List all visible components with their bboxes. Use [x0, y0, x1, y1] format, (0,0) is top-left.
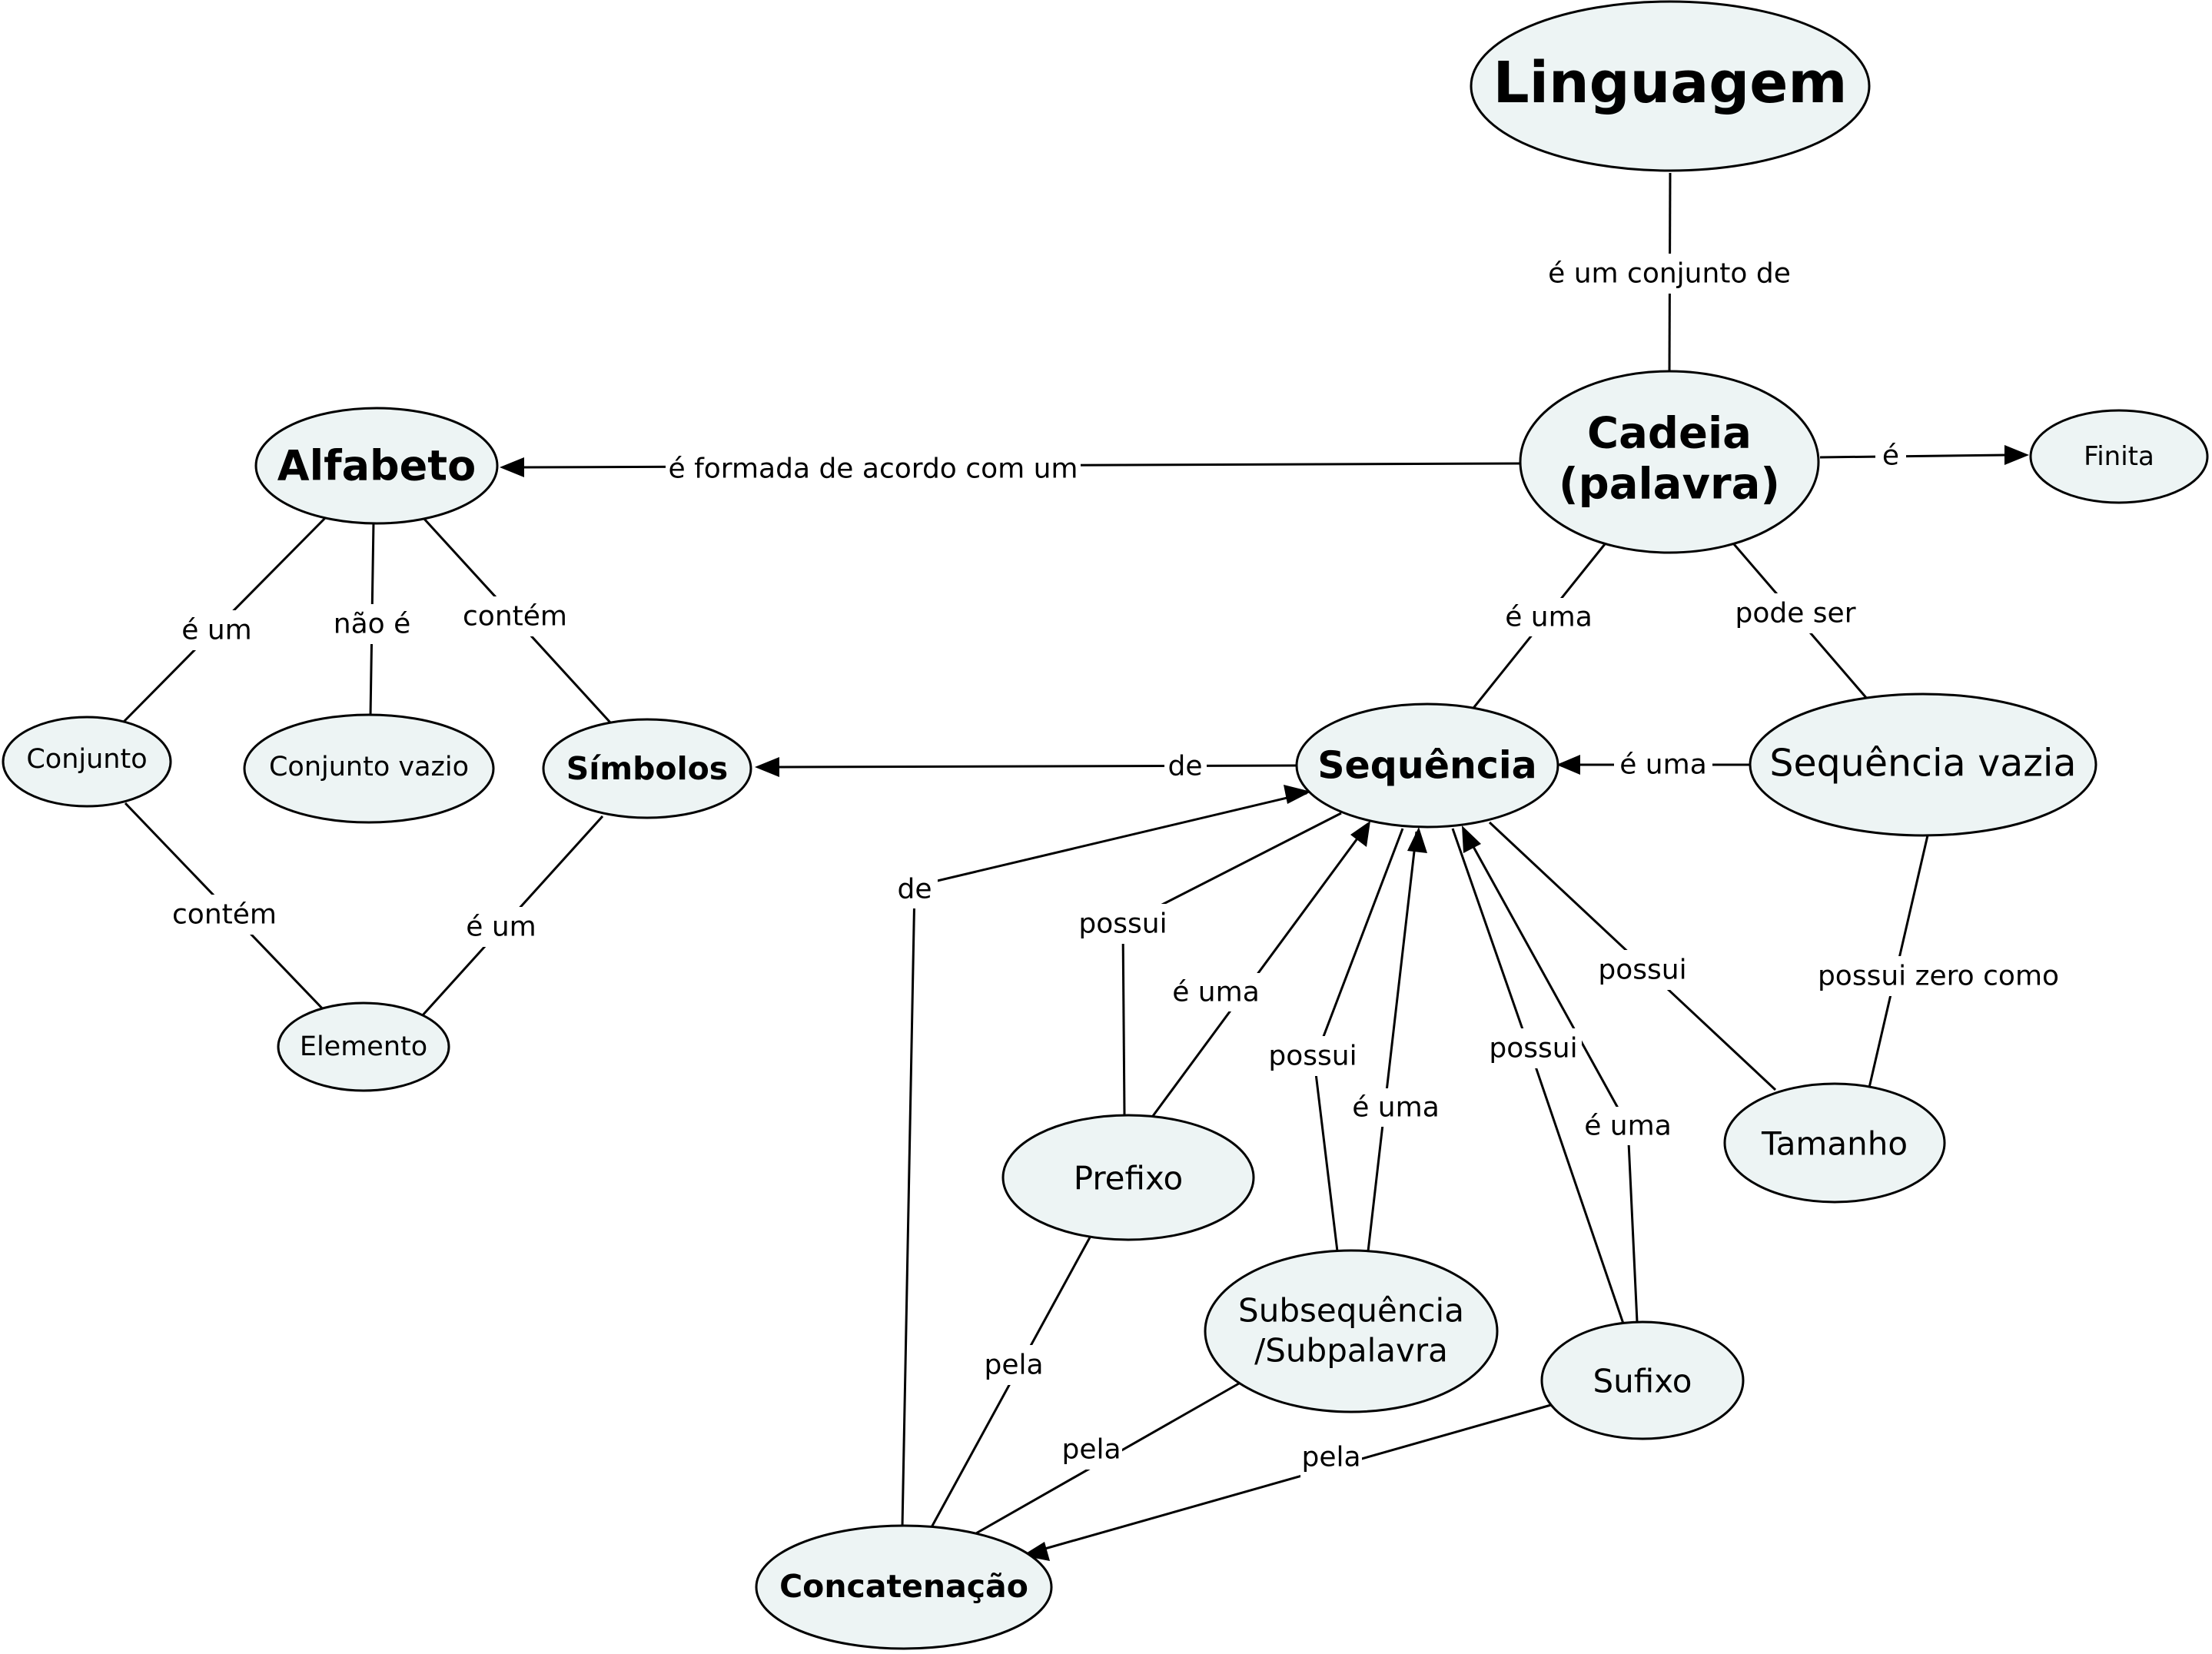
concept-sequencia[interactable]: Sequência: [1295, 702, 1559, 829]
concept-simbolos-label: Símbolos: [566, 750, 728, 787]
concept-subsequencia[interactable]: Subsequência /Subpalavra: [1204, 1249, 1499, 1413]
concept-tamanho-label: Tamanho: [1761, 1125, 1908, 1163]
concept-elemento-label: Elemento: [300, 1031, 427, 1062]
concept-elemento[interactable]: Elemento: [277, 1001, 450, 1092]
link-labels: é um conjunto de é formada de acordo com…: [168, 254, 2066, 1477]
concept-finita[interactable]: Finita: [2029, 409, 2209, 504]
concept-linguagem[interactable]: Linguagem: [1470, 0, 1871, 172]
arrowheads: [500, 445, 2029, 1561]
concept-prefixo[interactable]: Prefixo: [1001, 1114, 1255, 1241]
label-sub-concat: pela: [1061, 1434, 1121, 1466]
concept-subsequencia-label-line2: /Subpalavra: [1254, 1332, 1448, 1370]
line-sequencia-simbolos: [770, 764, 1298, 769]
line-sufixo-seq-1: [1626, 1125, 1639, 1323]
label-cadeia-alfabeto: é formada de acordo com um: [669, 453, 1078, 485]
concept-sequencia-label: Sequência: [1317, 744, 1537, 788]
arrowhead-alfabeto: [500, 457, 524, 477]
line-seq-sub-2: [1313, 1060, 1339, 1252]
label-sub-seq: é uma: [1352, 1092, 1440, 1124]
arrowhead-sequencia-from-concat: [1284, 785, 1311, 804]
line-seq-sub-1: [1313, 828, 1404, 1061]
label-sequencia-simbolos: de: [1168, 751, 1203, 782]
label-conjunto-elemento: contém: [172, 899, 277, 931]
label-vazia-sequencia: é uma: [1619, 749, 1707, 781]
line-concat-sequencia-2: [914, 792, 1307, 888]
arrowhead-sequencia-from-prefixo: [1350, 821, 1370, 847]
label-seq-sub: possui: [1268, 1041, 1357, 1072]
label-alfabeto-vazio: não é: [334, 609, 411, 640]
label-alfabeto-simbolos: contém: [463, 601, 567, 633]
line-cadeia-finita: [1819, 453, 2008, 459]
label-linguagem-cadeia: é um conjunto de: [1548, 258, 1791, 290]
label-cadeia-finita: é: [1882, 440, 1899, 472]
label-simbolos-elemento: é um: [466, 912, 536, 943]
concept-cadeia-label-line2: (palavra): [1559, 460, 1780, 510]
line-seq-sufixo-1: [1451, 828, 1536, 1065]
arrowhead-simbolos: [755, 757, 779, 777]
concept-sequencia-vazia-label: Sequência vazia: [1769, 742, 2076, 785]
label-sufixo-seq: é uma: [1584, 1111, 1672, 1142]
label-seq-prefixo: possui: [1078, 908, 1167, 940]
concept-conjunto-vazio-label: Conjunto vazio: [269, 752, 469, 782]
line-seq-sufixo-2: [1533, 1064, 1625, 1324]
concept-alfabeto-label: Alfabeto: [277, 442, 476, 490]
concept-conjunto[interactable]: Conjunto: [2, 716, 172, 808]
arrowhead-sequencia-from-sub: [1407, 827, 1427, 853]
label-prefixo-seq: é uma: [1172, 977, 1260, 1008]
label-vazia-tamanho: possui zero como: [1818, 961, 2059, 992]
concept-conjunto-label: Conjunto: [26, 744, 147, 775]
arrowhead-finita: [2004, 445, 2029, 465]
concept-simbolos[interactable]: Símbolos: [542, 718, 752, 819]
line-sufixo-seq-2: [1463, 829, 1629, 1127]
label-seq-tamanho: possui: [1598, 955, 1686, 986]
label-cadeia-vazia: pode ser: [1735, 598, 1855, 629]
concept-tamanho[interactable]: Tamanho: [1723, 1082, 1946, 1204]
label-prefixo-concat: pela: [984, 1350, 1043, 1381]
line-seq-prefixo-2: [1121, 924, 1126, 1117]
concept-concatenacao[interactable]: Concatenação: [755, 1524, 1053, 1650]
arrowhead-sequencia-from-vazia: [1556, 755, 1580, 775]
concept-sufixo-label: Sufixo: [1593, 1363, 1692, 1400]
label-cadeia-sequencia: é uma: [1505, 602, 1593, 633]
label-seq-sufixo: possui: [1489, 1033, 1577, 1064]
concept-alfabeto[interactable]: Alfabeto: [254, 407, 499, 525]
line-sufixo-concat: [1025, 1403, 1552, 1556]
label-alfabeto-conjunto: é um: [181, 615, 251, 646]
concept-linguagem-label: Linguagem: [1493, 50, 1847, 116]
concept-sufixo[interactable]: Sufixo: [1540, 1320, 1745, 1440]
arrowhead-sequencia-from-sufixo: [1462, 825, 1481, 853]
concept-prefixo-label: Prefixo: [1074, 1160, 1184, 1197]
concept-sequencia-vazia[interactable]: Sequência vazia: [1749, 692, 2097, 837]
line-prefixo-seq: [1151, 823, 1370, 1117]
concept-concatenacao-label: Concatenação: [779, 1568, 1028, 1605]
label-concat-sequencia: de: [898, 874, 932, 905]
concept-finita-label: Finita: [2084, 441, 2154, 472]
line-concat-sequencia-1: [901, 885, 916, 1528]
label-sufixo-concat: pela: [1301, 1442, 1360, 1473]
line-sub-seq: [1367, 831, 1418, 1252]
concept-cadeia[interactable]: Cadeia (palavra): [1519, 370, 1820, 554]
concept-subsequencia-label-line1: Subsequência: [1238, 1292, 1464, 1330]
concept-cadeia-label-line1: Cadeia: [1587, 409, 1752, 459]
concept-conjunto-vazio[interactable]: Conjunto vazio: [243, 713, 495, 824]
